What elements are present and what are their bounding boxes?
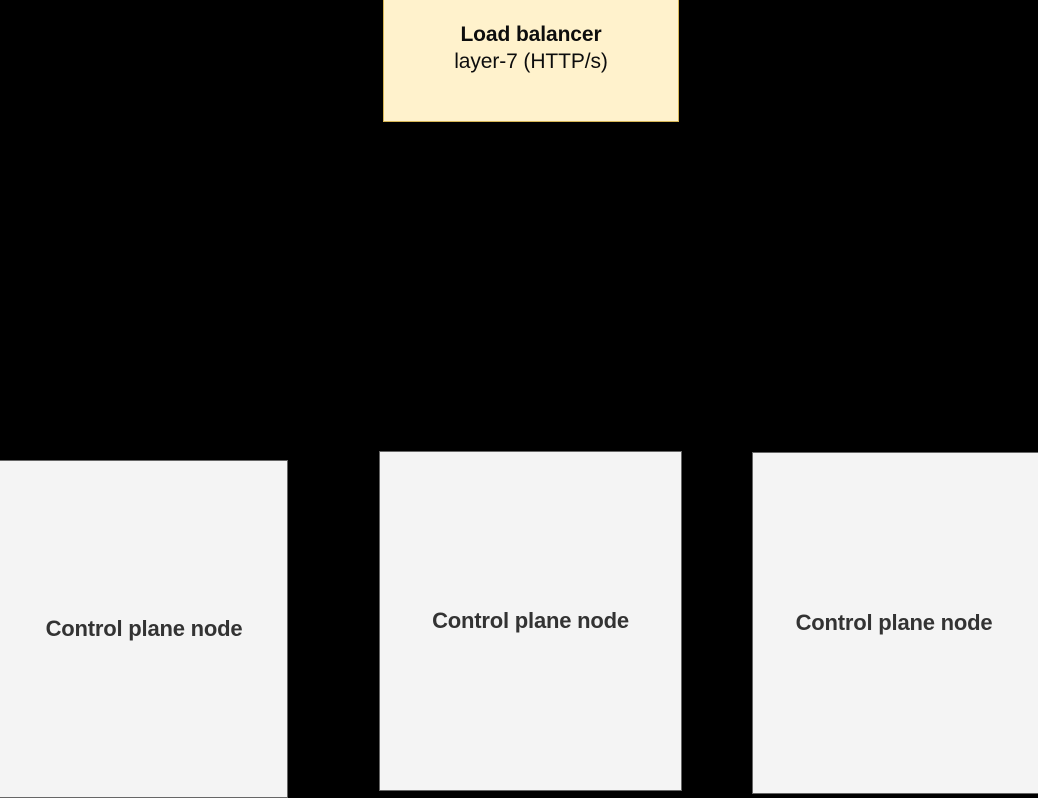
- load-balancer-title: Load balancer: [460, 22, 602, 46]
- control-plane-2-label: Control plane node: [432, 608, 629, 633]
- node-load-balancer[interactable]: Load balancer layer-7 (HTTP/s): [383, 0, 679, 122]
- load-balancer-subtitle: layer-7 (HTTP/s): [454, 49, 608, 73]
- node-control-plane-3[interactable]: Control plane node: [752, 452, 1038, 794]
- control-plane-1-label: Control plane node: [45, 616, 243, 641]
- control-plane-3-label: Control plane node: [795, 610, 993, 635]
- node-control-plane-2[interactable]: Control plane node: [379, 451, 682, 791]
- node-control-plane-1[interactable]: Control plane node: [0, 460, 288, 798]
